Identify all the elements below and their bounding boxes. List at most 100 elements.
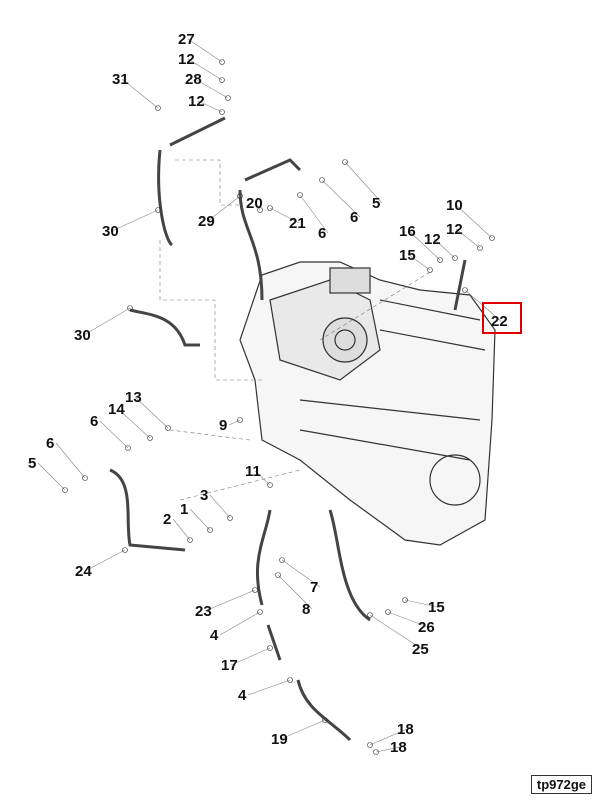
callout-9[interactable]: 9 xyxy=(219,417,227,434)
part-marker xyxy=(279,557,285,563)
leader-line xyxy=(254,470,271,486)
leader-line xyxy=(375,746,401,753)
leader-line xyxy=(455,204,493,239)
leader-line xyxy=(194,78,229,99)
leader-line xyxy=(255,202,261,211)
part-marker xyxy=(225,95,231,101)
callout-22[interactable]: 22 xyxy=(491,313,508,330)
callout-3[interactable]: 3 xyxy=(200,487,208,504)
callout-11[interactable]: 11 xyxy=(245,463,261,480)
leader-lines xyxy=(37,38,502,755)
callout-4[interactable]: 4 xyxy=(210,627,219,644)
callout-5[interactable]: 5 xyxy=(372,195,380,212)
callout-28[interactable]: 28 xyxy=(185,71,202,88)
part-marker xyxy=(267,482,273,488)
part-marker xyxy=(319,177,325,183)
leader-line xyxy=(247,679,291,696)
callout-21[interactable]: 21 xyxy=(289,215,306,232)
assembly-lines xyxy=(159,159,431,501)
part-marker xyxy=(127,305,133,311)
callout-18[interactable]: 18 xyxy=(397,721,414,738)
leader-line xyxy=(83,307,131,336)
callout-12[interactable]: 12 xyxy=(178,51,195,68)
leader-line xyxy=(187,38,223,63)
callout-12[interactable]: 12 xyxy=(188,93,205,110)
leader-line xyxy=(117,408,151,439)
leader-line xyxy=(230,647,271,666)
callout-20[interactable]: 20 xyxy=(246,195,263,212)
part-marker xyxy=(385,609,391,615)
callout-2[interactable]: 2 xyxy=(163,511,171,528)
leader-line xyxy=(281,559,321,588)
callout-30[interactable]: 30 xyxy=(102,223,119,240)
callout-29[interactable]: 29 xyxy=(198,213,215,230)
leader-line xyxy=(134,396,169,429)
engine-block xyxy=(239,261,496,546)
part-marker xyxy=(147,435,153,441)
leader-line xyxy=(369,728,408,746)
part-marker xyxy=(257,609,263,615)
part-marker xyxy=(402,597,408,603)
part-marker xyxy=(219,109,225,115)
part-marker xyxy=(62,487,68,493)
part-marker xyxy=(373,749,379,755)
callout-8[interactable]: 8 xyxy=(302,601,310,618)
callout-6[interactable]: 6 xyxy=(350,209,358,226)
leader-line xyxy=(189,508,211,531)
leader-line xyxy=(219,611,261,636)
callout-15[interactable]: 15 xyxy=(428,599,445,616)
leader-line xyxy=(55,442,86,479)
leader-line xyxy=(99,420,129,449)
leader-line xyxy=(207,195,241,222)
part-marker xyxy=(227,515,233,521)
callout-14[interactable]: 14 xyxy=(108,401,125,418)
callout-12[interactable]: 12 xyxy=(424,231,441,248)
part-marker xyxy=(322,717,328,723)
part-marker xyxy=(82,475,88,481)
leader-line xyxy=(111,209,159,232)
callout-19[interactable]: 19 xyxy=(271,731,288,748)
part-marker xyxy=(342,159,348,165)
callout-30[interactable]: 30 xyxy=(74,327,91,344)
callout-31[interactable]: 31 xyxy=(112,71,129,88)
part-marker xyxy=(367,742,373,748)
leader-line xyxy=(197,100,223,113)
part-marker xyxy=(437,257,443,263)
callout-12[interactable]: 12 xyxy=(446,221,463,238)
callout-18[interactable]: 18 xyxy=(390,739,407,756)
part-marker xyxy=(125,445,131,451)
callout-10[interactable]: 10 xyxy=(446,197,463,214)
callout-7[interactable]: 7 xyxy=(310,579,318,596)
part-marker xyxy=(287,677,293,683)
callout-4[interactable]: 4 xyxy=(238,687,247,704)
callout-13[interactable]: 13 xyxy=(125,389,142,406)
part-marker xyxy=(165,425,171,431)
part-marker xyxy=(219,59,225,65)
callout-15[interactable]: 15 xyxy=(399,247,416,264)
callout-1[interactable]: 1 xyxy=(180,501,188,518)
callout-6[interactable]: 6 xyxy=(46,435,54,452)
part-marker xyxy=(237,417,243,423)
callout-17[interactable]: 17 xyxy=(221,657,238,674)
part-marker xyxy=(267,645,273,651)
callout-16[interactable]: 16 xyxy=(399,223,416,240)
leader-line xyxy=(172,518,191,541)
callout-23[interactable]: 23 xyxy=(195,603,212,620)
leader-line xyxy=(321,179,361,218)
part-marker xyxy=(252,587,258,593)
leader-line xyxy=(228,419,241,426)
callout-27[interactable]: 27 xyxy=(178,31,195,48)
callout-6[interactable]: 6 xyxy=(318,225,326,242)
part-marker xyxy=(489,235,495,241)
callout-26[interactable]: 26 xyxy=(418,619,435,636)
reference-code: tp972ge xyxy=(530,775,592,794)
callout-25[interactable]: 25 xyxy=(412,641,429,658)
callout-6[interactable]: 6 xyxy=(90,413,98,430)
callout-5[interactable]: 5 xyxy=(28,455,36,472)
part-marker xyxy=(257,207,263,213)
part-marker xyxy=(462,287,468,293)
callout-24[interactable]: 24 xyxy=(75,563,92,580)
leader-line xyxy=(121,78,159,109)
part-marker xyxy=(155,207,161,213)
